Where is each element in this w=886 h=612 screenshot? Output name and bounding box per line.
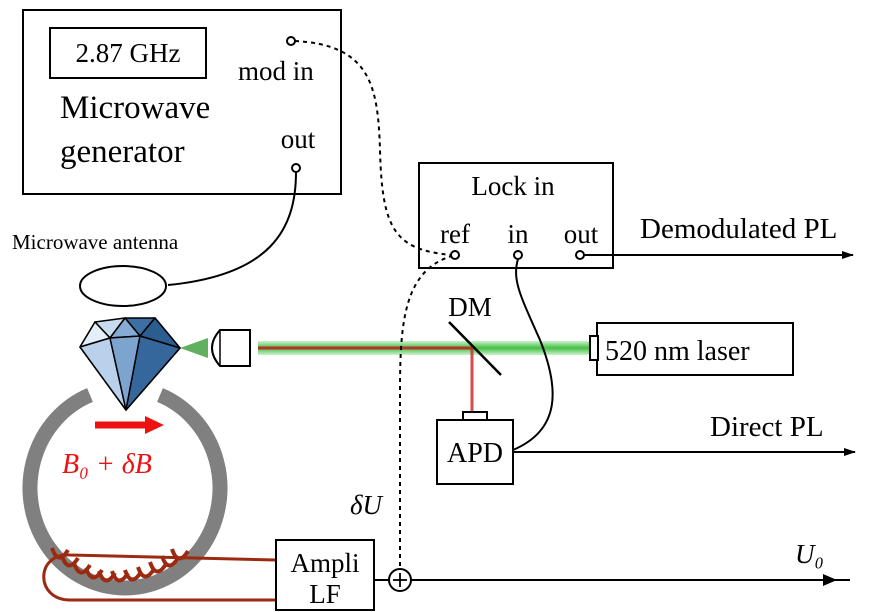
u0-arrowhead <box>823 574 837 586</box>
lock-in-ref-port <box>450 250 460 260</box>
lock-in-out-port <box>575 250 585 260</box>
lock-in-title: Lock in <box>471 171 555 201</box>
amplifier-label-line2: LF <box>309 579 341 609</box>
demodulated-label: Demodulated PL <box>640 213 837 245</box>
coil-windings <box>50 547 190 583</box>
lock-in-ref-label: ref <box>440 219 470 249</box>
generator-out-label: out <box>281 124 316 154</box>
lock-in-amplifier: Lock in ref in out <box>418 162 614 269</box>
frequency-value: 2.87 GHz <box>76 38 181 68</box>
apd-to-lockin-cable <box>512 258 554 451</box>
antenna-cable <box>167 171 297 286</box>
modulation-line <box>294 40 453 256</box>
delta-u-label: δU <box>350 490 384 520</box>
adder <box>388 568 412 592</box>
amplifier-box <box>275 539 375 611</box>
apd-label: APD <box>447 438 503 469</box>
focused-beam <box>180 338 208 358</box>
generator-title-line1: Microwave <box>60 90 210 126</box>
field-arrow-head <box>145 416 164 434</box>
objective-lens <box>211 329 251 367</box>
mod-in-port <box>286 36 296 46</box>
apd-detector: APD <box>436 411 514 485</box>
lock-in-in-port <box>513 250 523 260</box>
mod-in-label: mod in <box>238 56 314 86</box>
generator-box <box>22 9 342 195</box>
microwave-generator: 2.87 GHz Microwave generator mod in out <box>22 9 342 195</box>
laser-aperture <box>589 335 599 361</box>
laser-box <box>596 322 794 376</box>
delta-u-line <box>399 255 453 566</box>
diamond <box>79 317 181 411</box>
amplifier: Ampli LF <box>275 539 375 611</box>
u0-label: U₀ <box>795 539 824 569</box>
frequency-display <box>49 27 207 79</box>
laser-label: 520 nm laser <box>605 336 750 367</box>
generator-title-line2: generator <box>60 134 185 170</box>
dm-label: DM <box>448 292 492 322</box>
magnet-ring <box>22 388 228 596</box>
field-label: B₀ + δB <box>62 449 152 480</box>
amplifier-label-line1: Ampli <box>290 548 359 578</box>
coil <box>42 547 277 602</box>
lock-in-in-label: in <box>507 219 529 249</box>
dichroic-mirror <box>448 321 502 376</box>
generator-out-port <box>291 163 301 173</box>
direct-pl-label: Direct PL <box>710 411 824 443</box>
laser: 520 nm laser <box>589 322 794 376</box>
antenna-loop <box>79 265 167 307</box>
lock-in-out-label: out <box>564 219 599 249</box>
antenna-label: Microwave antenna <box>12 230 179 254</box>
